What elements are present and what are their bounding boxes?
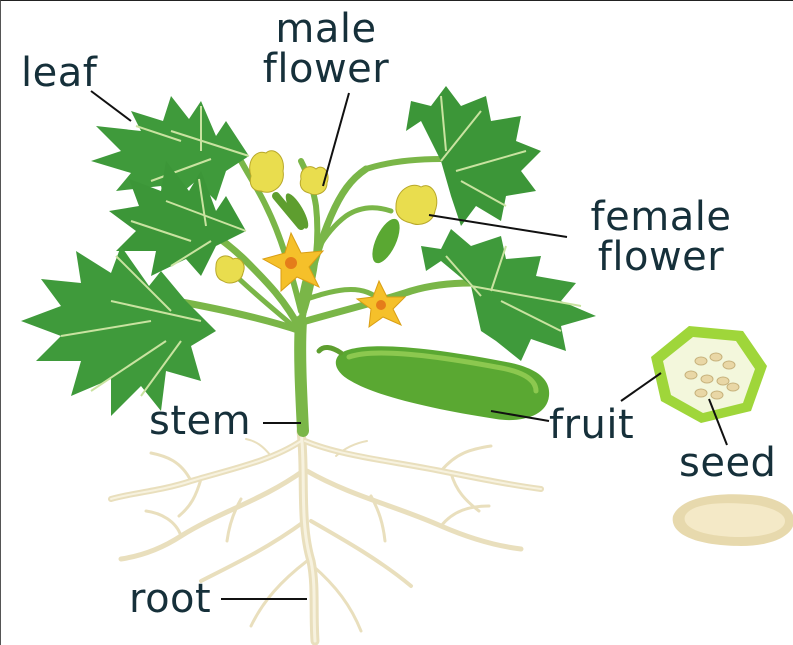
label-stem: stem (149, 401, 251, 441)
fruit-slice (651, 326, 767, 423)
label-fruit: fruit (549, 405, 634, 445)
label-female-flower-line2: flower (571, 237, 751, 277)
label-female-flower: female flower (571, 197, 751, 277)
label-seed: seed (679, 443, 776, 483)
zucchini-fruit (319, 346, 549, 420)
leaf-big-left (21, 246, 216, 416)
label-root: root (129, 579, 211, 619)
label-female-flower-line1: female (571, 197, 751, 237)
seed-illustration (673, 494, 793, 546)
leader-male-flower (323, 93, 349, 186)
leaf-right-middle (421, 229, 596, 361)
leader-slice (621, 373, 661, 401)
open-flower-2 (357, 281, 405, 327)
label-male-flower-line1: male (251, 9, 401, 49)
small-bud (216, 256, 244, 283)
label-male-flower: male flower (251, 9, 401, 89)
label-leaf: leaf (21, 53, 97, 93)
label-male-flower-line2: flower (251, 49, 401, 89)
leader-leaf (91, 91, 131, 121)
